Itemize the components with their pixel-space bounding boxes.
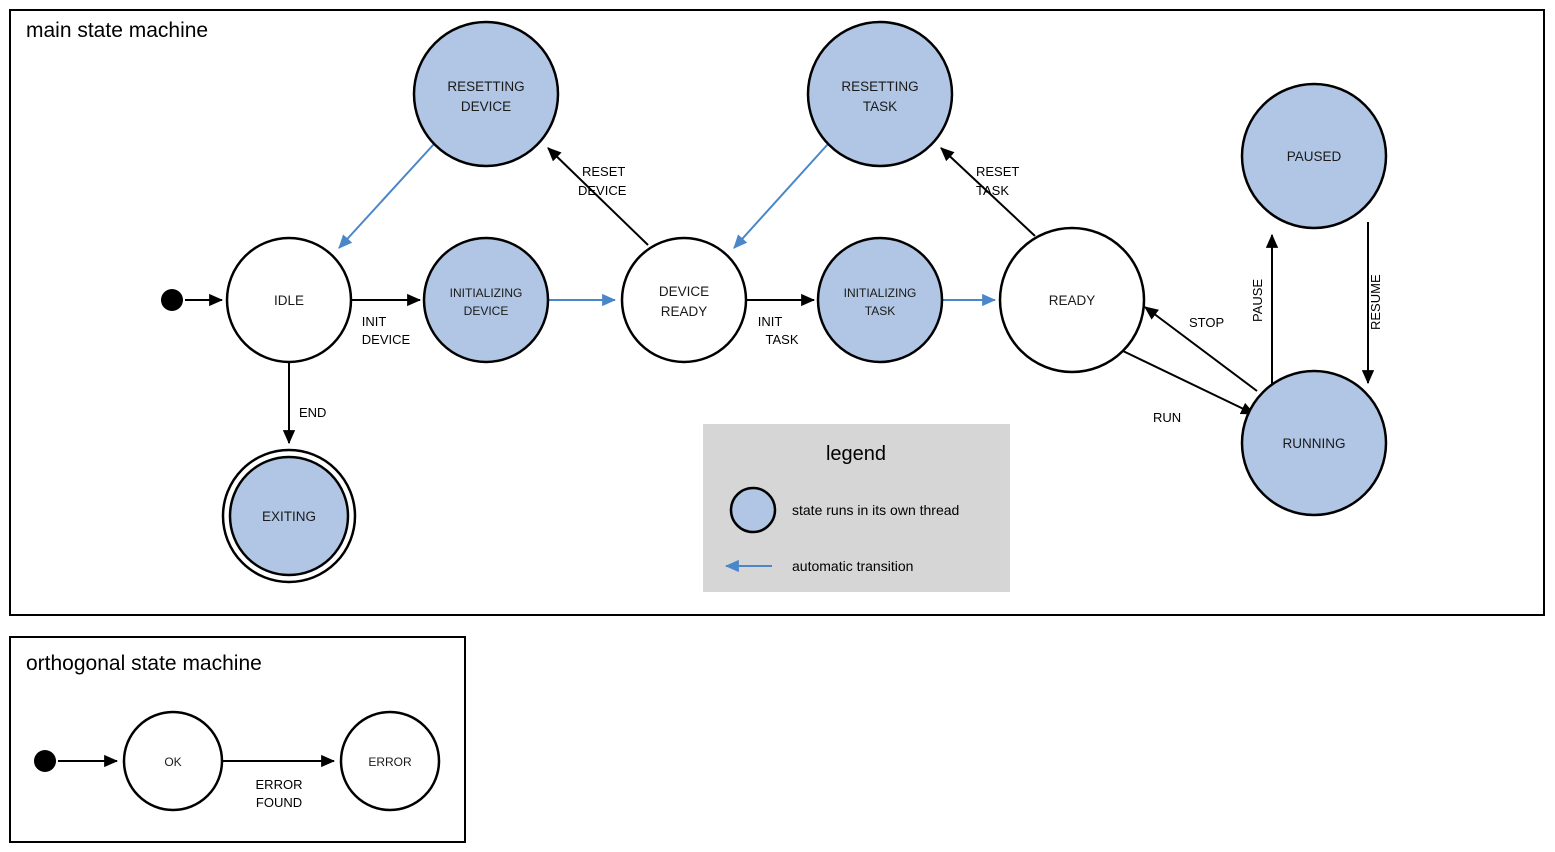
state-paused-label: PAUSED [1287,149,1342,164]
state-resetting-device-circle[interactable] [412,20,560,168]
transition-label-reset-task-line1: RESET [976,164,1019,179]
transition-label-init-device-line2: DEVICE [362,332,411,347]
state-resetting-task-circle[interactable] [806,20,954,168]
transition-label-reset-device-line2: DEVICE [578,183,627,198]
transition-ready-to-resetting-task [940,147,1036,237]
transition-ready-to-running [1122,350,1256,415]
state-error[interactable]: ERROR [339,710,441,812]
main-frame-title: main state machine [26,19,208,42]
state-running-label: RUNNING [1283,436,1346,451]
state-paused[interactable]: PAUSED [1240,82,1388,230]
transition-label-run: RUN [1153,410,1181,425]
transition-label-init-task-line1: INIT [758,314,783,329]
state-running[interactable]: RUNNING [1240,369,1388,517]
state-device-ready[interactable]: DEVICE READY [620,236,748,364]
transition-label-init-task-line2: TASK [766,332,799,347]
state-initializing-device-label-line2: DEVICE [464,304,509,318]
state-initializing-task-circle[interactable] [816,236,944,364]
state-resetting-device-label-line2: DEVICE [461,99,511,114]
legend-title: legend [826,443,886,465]
legend-thread-state-icon [729,486,777,534]
state-initializing-task-label-line1: INITIALIZING [844,286,917,300]
state-resetting-device[interactable]: RESETTING DEVICE [412,20,560,168]
transition-device-ready-to-resetting-device [547,147,649,246]
state-idle-circle[interactable] [225,236,353,364]
state-resetting-task-label-line1: RESETTING [841,79,918,94]
state-exiting-circle[interactable] [228,455,350,577]
state-ok-circle[interactable] [122,710,224,812]
state-exiting-outer-circle [221,448,357,584]
transition-label-resume: RESUME [1368,274,1383,330]
state-initializing-device-circle[interactable] [422,236,550,364]
state-resetting-task[interactable]: RESETTING TASK [806,20,954,168]
transition-resetting-device-to-idle [338,143,435,249]
state-ok[interactable]: OK [122,710,224,812]
transition-label-init-device-line1: INIT [362,314,387,329]
transition-running-to-ready [1144,306,1258,392]
transition-label-stop: STOP [1189,315,1224,330]
state-ready-circle[interactable] [998,226,1146,374]
orthogonal-frame-title: orthogonal state machine [26,652,262,675]
state-initializing-device[interactable]: INITIALIZING DEVICE [422,236,550,364]
state-running-circle[interactable] [1240,369,1388,517]
main-states: IDLE INITIALIZING DEVICE RESETTING DEVIC… [161,20,1388,584]
state-resetting-task-label-line2: TASK [863,99,897,114]
state-exiting-label: EXITING [262,509,316,524]
state-device-ready-circle[interactable] [620,236,748,364]
state-error-label: ERROR [368,755,412,769]
state-initializing-device-label-line1: INITIALIZING [450,286,523,300]
state-initializing-task-label-line2: TASK [865,304,895,318]
initial-pseudostate-main [161,289,183,311]
state-exiting[interactable]: EXITING [221,448,357,584]
main-transitions: INIT DEVICE RESET DEVICE INIT TASK RESET… [185,143,1383,445]
transition-label-error-found-line1: ERROR [256,777,303,792]
state-ready[interactable]: READY [998,226,1146,374]
state-paused-circle[interactable] [1240,82,1388,230]
transition-label-reset-task-line2: TASK [976,183,1009,198]
orthogonal-transitions: ERROR FOUND [58,754,336,810]
state-resetting-device-label-line1: RESETTING [447,79,524,94]
legend-auto-transition-text: automatic transition [792,558,913,574]
state-ready-label: READY [1049,293,1096,308]
state-device-ready-label-line1: DEVICE [659,284,709,299]
state-idle[interactable]: IDLE [225,236,353,364]
legend: legend state runs in its own thread auto… [703,424,1010,592]
transition-label-reset-device-line1: RESET [582,164,625,179]
transition-label-end: END [299,405,326,420]
initial-pseudostate-orthogonal [34,750,56,772]
transition-resetting-task-to-device-ready [733,143,829,249]
orthogonal-states: OK ERROR [34,710,441,812]
state-device-ready-label-line2: READY [661,304,708,319]
state-error-circle[interactable] [339,710,441,812]
transition-label-error-found-line2: FOUND [256,795,302,810]
legend-thread-state-text: state runs in its own thread [792,502,959,518]
state-initializing-task[interactable]: INITIALIZING TASK [816,236,944,364]
state-idle-label: IDLE [274,293,304,308]
transition-label-pause: PAUSE [1250,279,1265,322]
state-ok-label: OK [164,755,181,769]
